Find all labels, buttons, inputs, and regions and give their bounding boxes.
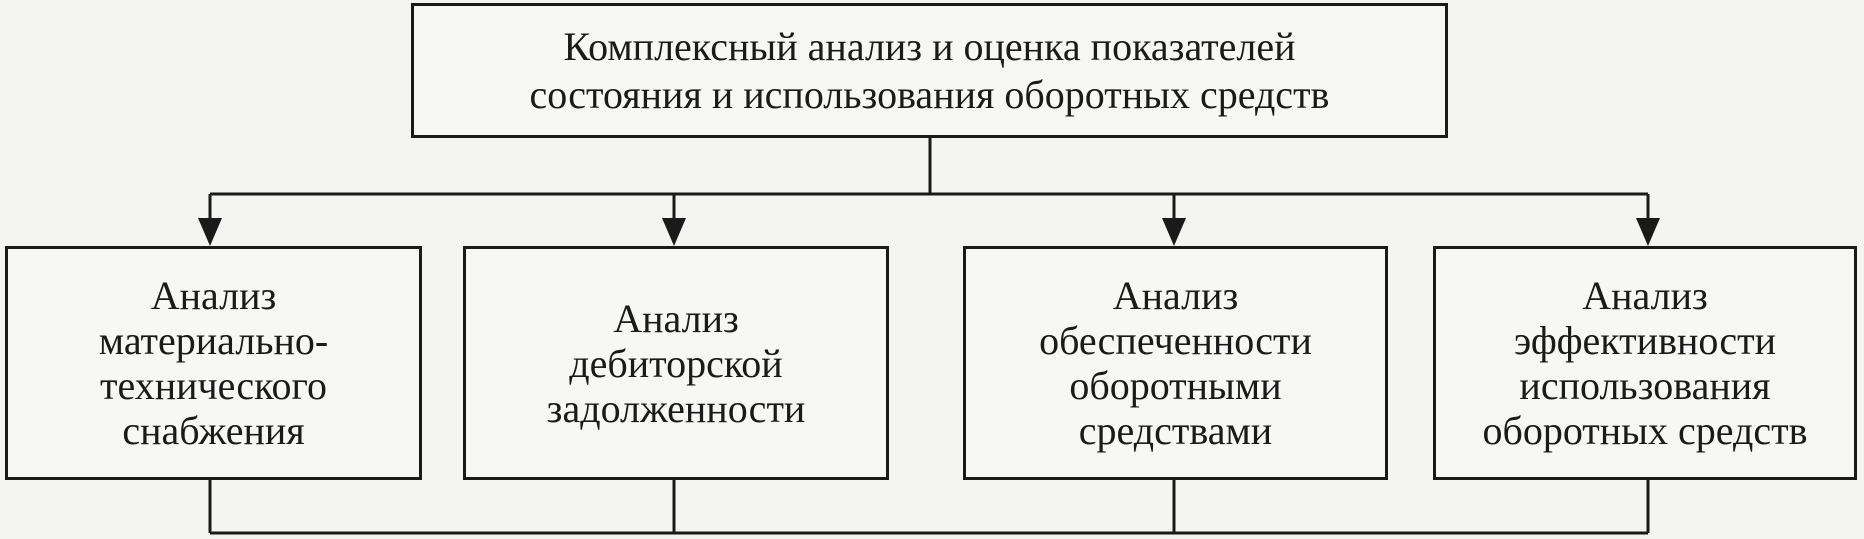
child-node-receivables: Анализ дебиторской задолженности [463, 246, 889, 480]
arrow-to-child-3 [1162, 194, 1186, 246]
child-node-working-capital-adequacy: Анализ обеспеченности оборотными средств… [963, 246, 1388, 480]
child-node-material-supply: Анализ материально- технического снабжен… [5, 246, 422, 480]
root-node: Комплексный анализ и оценка показателей … [411, 3, 1448, 138]
root-node-label: Комплексный анализ и оценка показателей … [529, 23, 1330, 117]
child-node-usage-efficiency: Анализ эффективности использования оборо… [1433, 246, 1857, 480]
arrow-to-child-2 [662, 194, 686, 246]
child-node-label: Анализ эффективности использования оборо… [1482, 273, 1808, 453]
child-node-label: Анализ обеспеченности оборотными средств… [1039, 273, 1312, 453]
arrow-to-child-4 [1636, 194, 1660, 246]
child-node-label: Анализ материально- технического снабжен… [98, 273, 329, 453]
child-node-label: Анализ дебиторской задолженности [546, 295, 806, 431]
arrow-to-child-1 [198, 194, 222, 246]
